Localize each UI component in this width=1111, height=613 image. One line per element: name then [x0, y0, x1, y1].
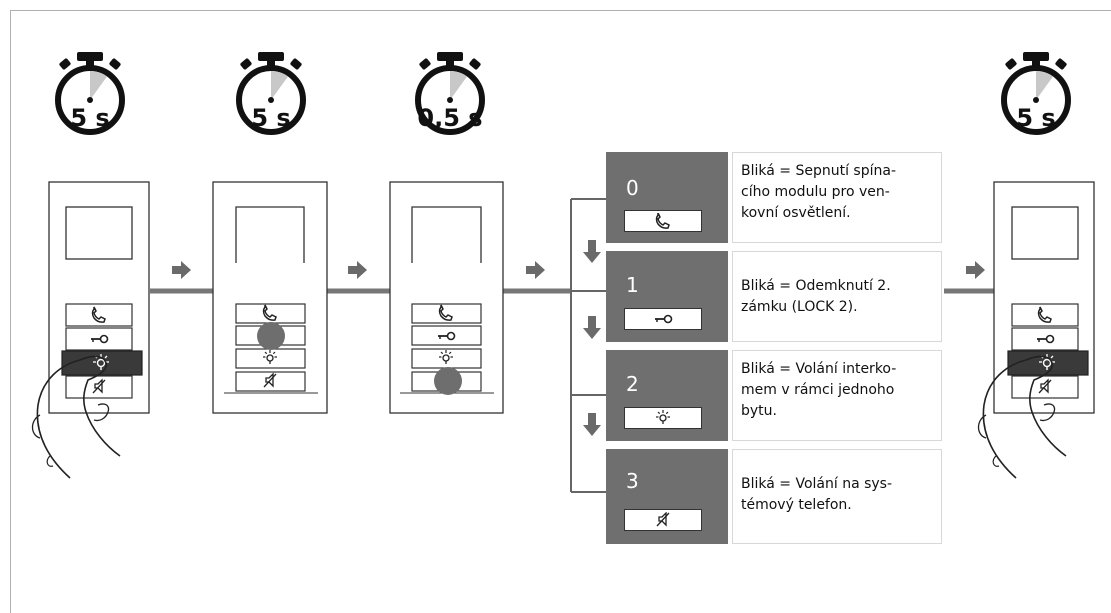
mute-icon — [656, 512, 670, 527]
timer-label: 5 s — [251, 104, 290, 132]
arrows-down — [583, 240, 601, 436]
mode-box-3: 3 — [606, 449, 728, 544]
arrow-down-icon — [583, 316, 601, 339]
branch-bracket — [570, 198, 606, 493]
intercom-device-2 — [212, 181, 328, 414]
arrow-right-icon — [526, 261, 545, 279]
mode-button — [624, 308, 702, 330]
blink-indicator — [257, 322, 285, 350]
intercom-device-3 — [389, 181, 504, 414]
mode-box-0: 0 — [606, 152, 728, 243]
device-button-light-pressed — [61, 350, 143, 376]
intercom-device-1 — [31, 181, 150, 479]
arrow-right-icon — [966, 261, 985, 279]
light-icon — [655, 409, 671, 425]
device-button-phone — [65, 303, 133, 327]
mode-box-1: 1 — [606, 251, 728, 342]
arrows-right — [172, 261, 985, 279]
mode-number: 0 — [626, 176, 639, 200]
key-icon — [654, 314, 673, 324]
timer-label: 5 s — [1016, 104, 1055, 132]
device-button-light-pressed — [1007, 350, 1089, 376]
stopwatch-4: 5 s — [1004, 52, 1068, 132]
intercom-device-4 — [977, 181, 1095, 479]
mode-button — [624, 210, 702, 232]
stopwatch-3: 0,5 s — [417, 52, 482, 132]
arrow-down-icon — [583, 240, 601, 263]
phone-icon — [655, 213, 670, 229]
arrow-right-icon — [172, 261, 191, 279]
figure-frame — [10, 10, 1111, 613]
mode-description-1: Bliká = Odemknutí 2. zámku (LOCK 2). — [732, 251, 942, 342]
mode-number: 3 — [626, 469, 639, 493]
arrow-right-icon — [348, 261, 367, 279]
mode-description-3: Bliká = Volání na sys- témový telefon. — [732, 449, 942, 544]
mode-number: 1 — [626, 273, 639, 297]
blink-indicator — [434, 367, 462, 395]
stopwatch-1: 5 s — [58, 52, 122, 132]
timer-label: 0,5 s — [417, 104, 482, 132]
mode-button — [624, 509, 702, 531]
mode-number: 2 — [626, 372, 639, 396]
mode-description-0: Bliká = Sepnutí spína- cího modulu pro v… — [732, 152, 942, 243]
mode-box-2: 2 — [606, 350, 728, 441]
arrow-down-icon — [583, 413, 601, 436]
timer-label: 5 s — [70, 104, 109, 132]
mode-button — [624, 407, 702, 429]
stopwatch-2: 5 s — [239, 52, 303, 132]
mode-description-2: Bliká = Volání interko- mem v rámci jedn… — [732, 350, 942, 441]
